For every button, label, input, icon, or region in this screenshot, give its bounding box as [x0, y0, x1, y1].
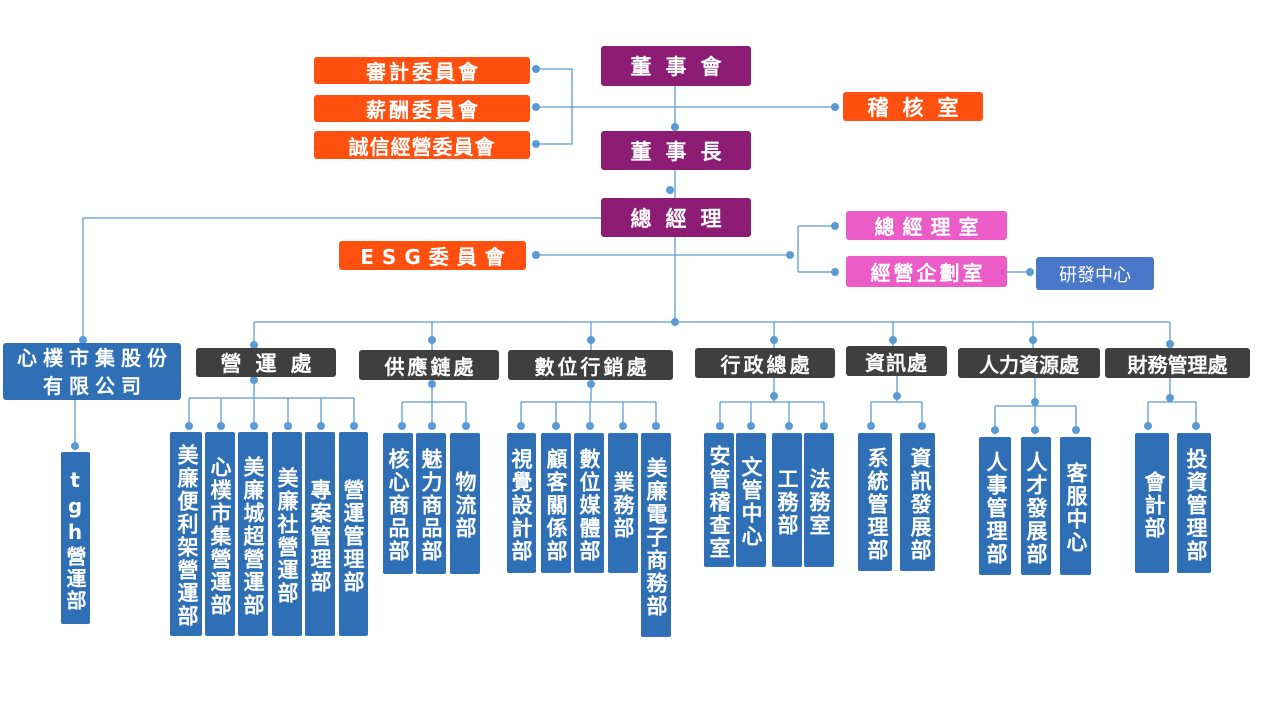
unit-box: 專案管理部 — [305, 432, 335, 636]
chairman: 董事長 — [601, 131, 751, 170]
unit-box: 工務部 — [772, 433, 802, 567]
division-supply-chain: 供應鏈處 — [359, 350, 499, 380]
unit-box: 安管稽查室 — [704, 433, 734, 567]
unit-box: 資訊發展部 — [900, 433, 935, 571]
unit-box: 物流部 — [450, 433, 480, 574]
division-digital-marketing: 數位行銷處 — [508, 350, 673, 380]
audit-committee: 審計委員會 — [314, 57, 530, 84]
subsidiary-company: 心樸市集股份有限公司 — [3, 343, 181, 400]
unit-box: 美廉城超營運部 — [238, 432, 268, 636]
rnd-center: 研發中心 — [1036, 257, 1154, 290]
division-it: 資訊處 — [846, 346, 947, 376]
unit-box: 會計部 — [1135, 433, 1169, 573]
unit-box: 視覺設計部 — [507, 433, 536, 573]
unit-box: 人事管理部 — [979, 437, 1011, 575]
tgh-operations-dept: tgh營運部 — [61, 452, 90, 624]
unit-box: 法務室 — [804, 433, 834, 567]
business-planning-office: 經營企劃室 — [846, 256, 1007, 287]
unit-box: 美廉便利架營運部 — [170, 432, 202, 636]
division-administration: 行政總處 — [695, 348, 835, 378]
audit-office: 稽核室 — [843, 92, 983, 121]
unit-box: 心樸市集營運部 — [205, 432, 235, 636]
gm-office: 總經理室 — [846, 211, 1007, 240]
unit-box: 美廉社營運部 — [272, 432, 302, 636]
unit-box: 核心商品部 — [383, 433, 413, 574]
unit-box: 系統管理部 — [858, 433, 892, 571]
unit-box: 顧客關係部 — [541, 433, 571, 573]
division-operations: 營運處 — [196, 348, 336, 377]
unit-box: 營運管理部 — [339, 432, 368, 636]
general-manager: 總經理 — [601, 198, 751, 237]
integrity-committee: 誠信經營委員會 — [314, 131, 530, 159]
unit-box: 人才發展部 — [1021, 437, 1051, 575]
remuneration-committee: 薪酬委員會 — [314, 95, 530, 122]
division-finance: 財務管理處 — [1105, 348, 1250, 378]
unit-box: 投資管理部 — [1177, 433, 1211, 573]
division-hr: 人力資源處 — [958, 348, 1100, 378]
unit-box: 客服中心 — [1060, 437, 1091, 575]
board-of-directors: 董事會 — [601, 46, 751, 86]
unit-box: 文管中心 — [736, 433, 766, 567]
unit-box: 美廉電子商務部 — [641, 433, 671, 637]
unit-box: 魅力商品部 — [416, 433, 446, 574]
unit-box: 數位媒體部 — [574, 433, 604, 573]
esg-committee: ESG委員會 — [339, 241, 526, 270]
unit-box: 業務部 — [608, 433, 638, 573]
